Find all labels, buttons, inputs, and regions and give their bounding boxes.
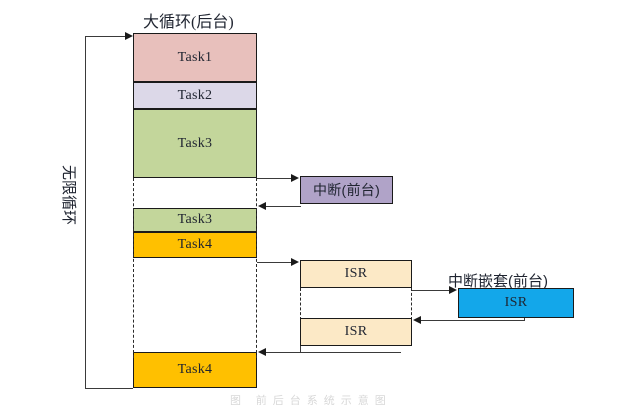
dashed-guide-left bbox=[133, 178, 134, 358]
loop-bracket-vertical bbox=[85, 36, 86, 388]
dashed-guide-right bbox=[256, 178, 257, 358]
nested-isr-enter-arrowhead bbox=[449, 285, 457, 294]
interrupt-enter-arrowhead bbox=[291, 173, 299, 182]
isr-return-line bbox=[265, 352, 401, 353]
isr-return-vertical bbox=[300, 346, 301, 353]
task-block-label: Task2 bbox=[177, 87, 213, 103]
preempted-gap-isr bbox=[133, 258, 257, 352]
nested-interrupt-title: 中断嵌套(前台) bbox=[448, 273, 548, 290]
dashed-guide-isr-left bbox=[300, 288, 301, 320]
interrupt-return-line bbox=[265, 206, 301, 207]
task-block-task3-first: Task3 bbox=[133, 109, 257, 178]
isr-box-lower: ISR bbox=[300, 318, 412, 346]
nested-isr-return-arrowhead bbox=[413, 315, 421, 324]
task-block-label: Task4 bbox=[177, 237, 213, 252]
diagram-title-background-loop: 大循环(后台) bbox=[143, 14, 234, 31]
task-block-task4-second: Task4 bbox=[133, 352, 257, 388]
task-block-label: Task3 bbox=[177, 135, 213, 151]
nested-isr-return-vertical bbox=[524, 318, 525, 321]
isr-box-label: ISR bbox=[344, 324, 368, 339]
isr-enter-arrowhead bbox=[291, 257, 299, 266]
isr-return-arrowhead bbox=[258, 347, 266, 356]
interrupt-box: 中断(前台) bbox=[300, 176, 393, 204]
loop-bracket-arrowhead bbox=[125, 31, 133, 40]
interrupt-box-label: 中断(前台) bbox=[312, 182, 381, 198]
loop-label-infinite: 无限循环 bbox=[60, 165, 76, 226]
nested-isr-return-line bbox=[420, 320, 525, 321]
task-block-task1: Task1 bbox=[133, 33, 257, 82]
loop-bracket-bottom-line bbox=[85, 388, 133, 389]
nested-isr-box-label: ISR bbox=[504, 295, 528, 310]
interrupt-return-arrowhead bbox=[258, 201, 266, 210]
interrupt-enter-line bbox=[257, 178, 292, 179]
isr-enter-line bbox=[257, 262, 292, 263]
isr-box-label: ISR bbox=[344, 266, 368, 281]
task-block-label: Task4 bbox=[177, 362, 213, 377]
task-block-task4-first: Task4 bbox=[133, 232, 257, 258]
loop-bracket-top-arrow-line bbox=[85, 36, 126, 37]
figure-caption: 图 前后台系统示意图 bbox=[230, 395, 392, 405]
task-block-task2: Task2 bbox=[133, 82, 257, 109]
isr-box-upper: ISR bbox=[300, 260, 412, 288]
task-block-label: Task1 bbox=[177, 49, 213, 65]
task-block-task3-second: Task3 bbox=[133, 208, 257, 232]
nested-isr-enter-line bbox=[412, 290, 450, 291]
nested-isr-box: ISR bbox=[458, 288, 574, 318]
dashed-guide-isr-right bbox=[411, 288, 412, 320]
task-block-label: Task3 bbox=[177, 212, 213, 227]
preempted-gap-interrupt bbox=[133, 178, 257, 208]
